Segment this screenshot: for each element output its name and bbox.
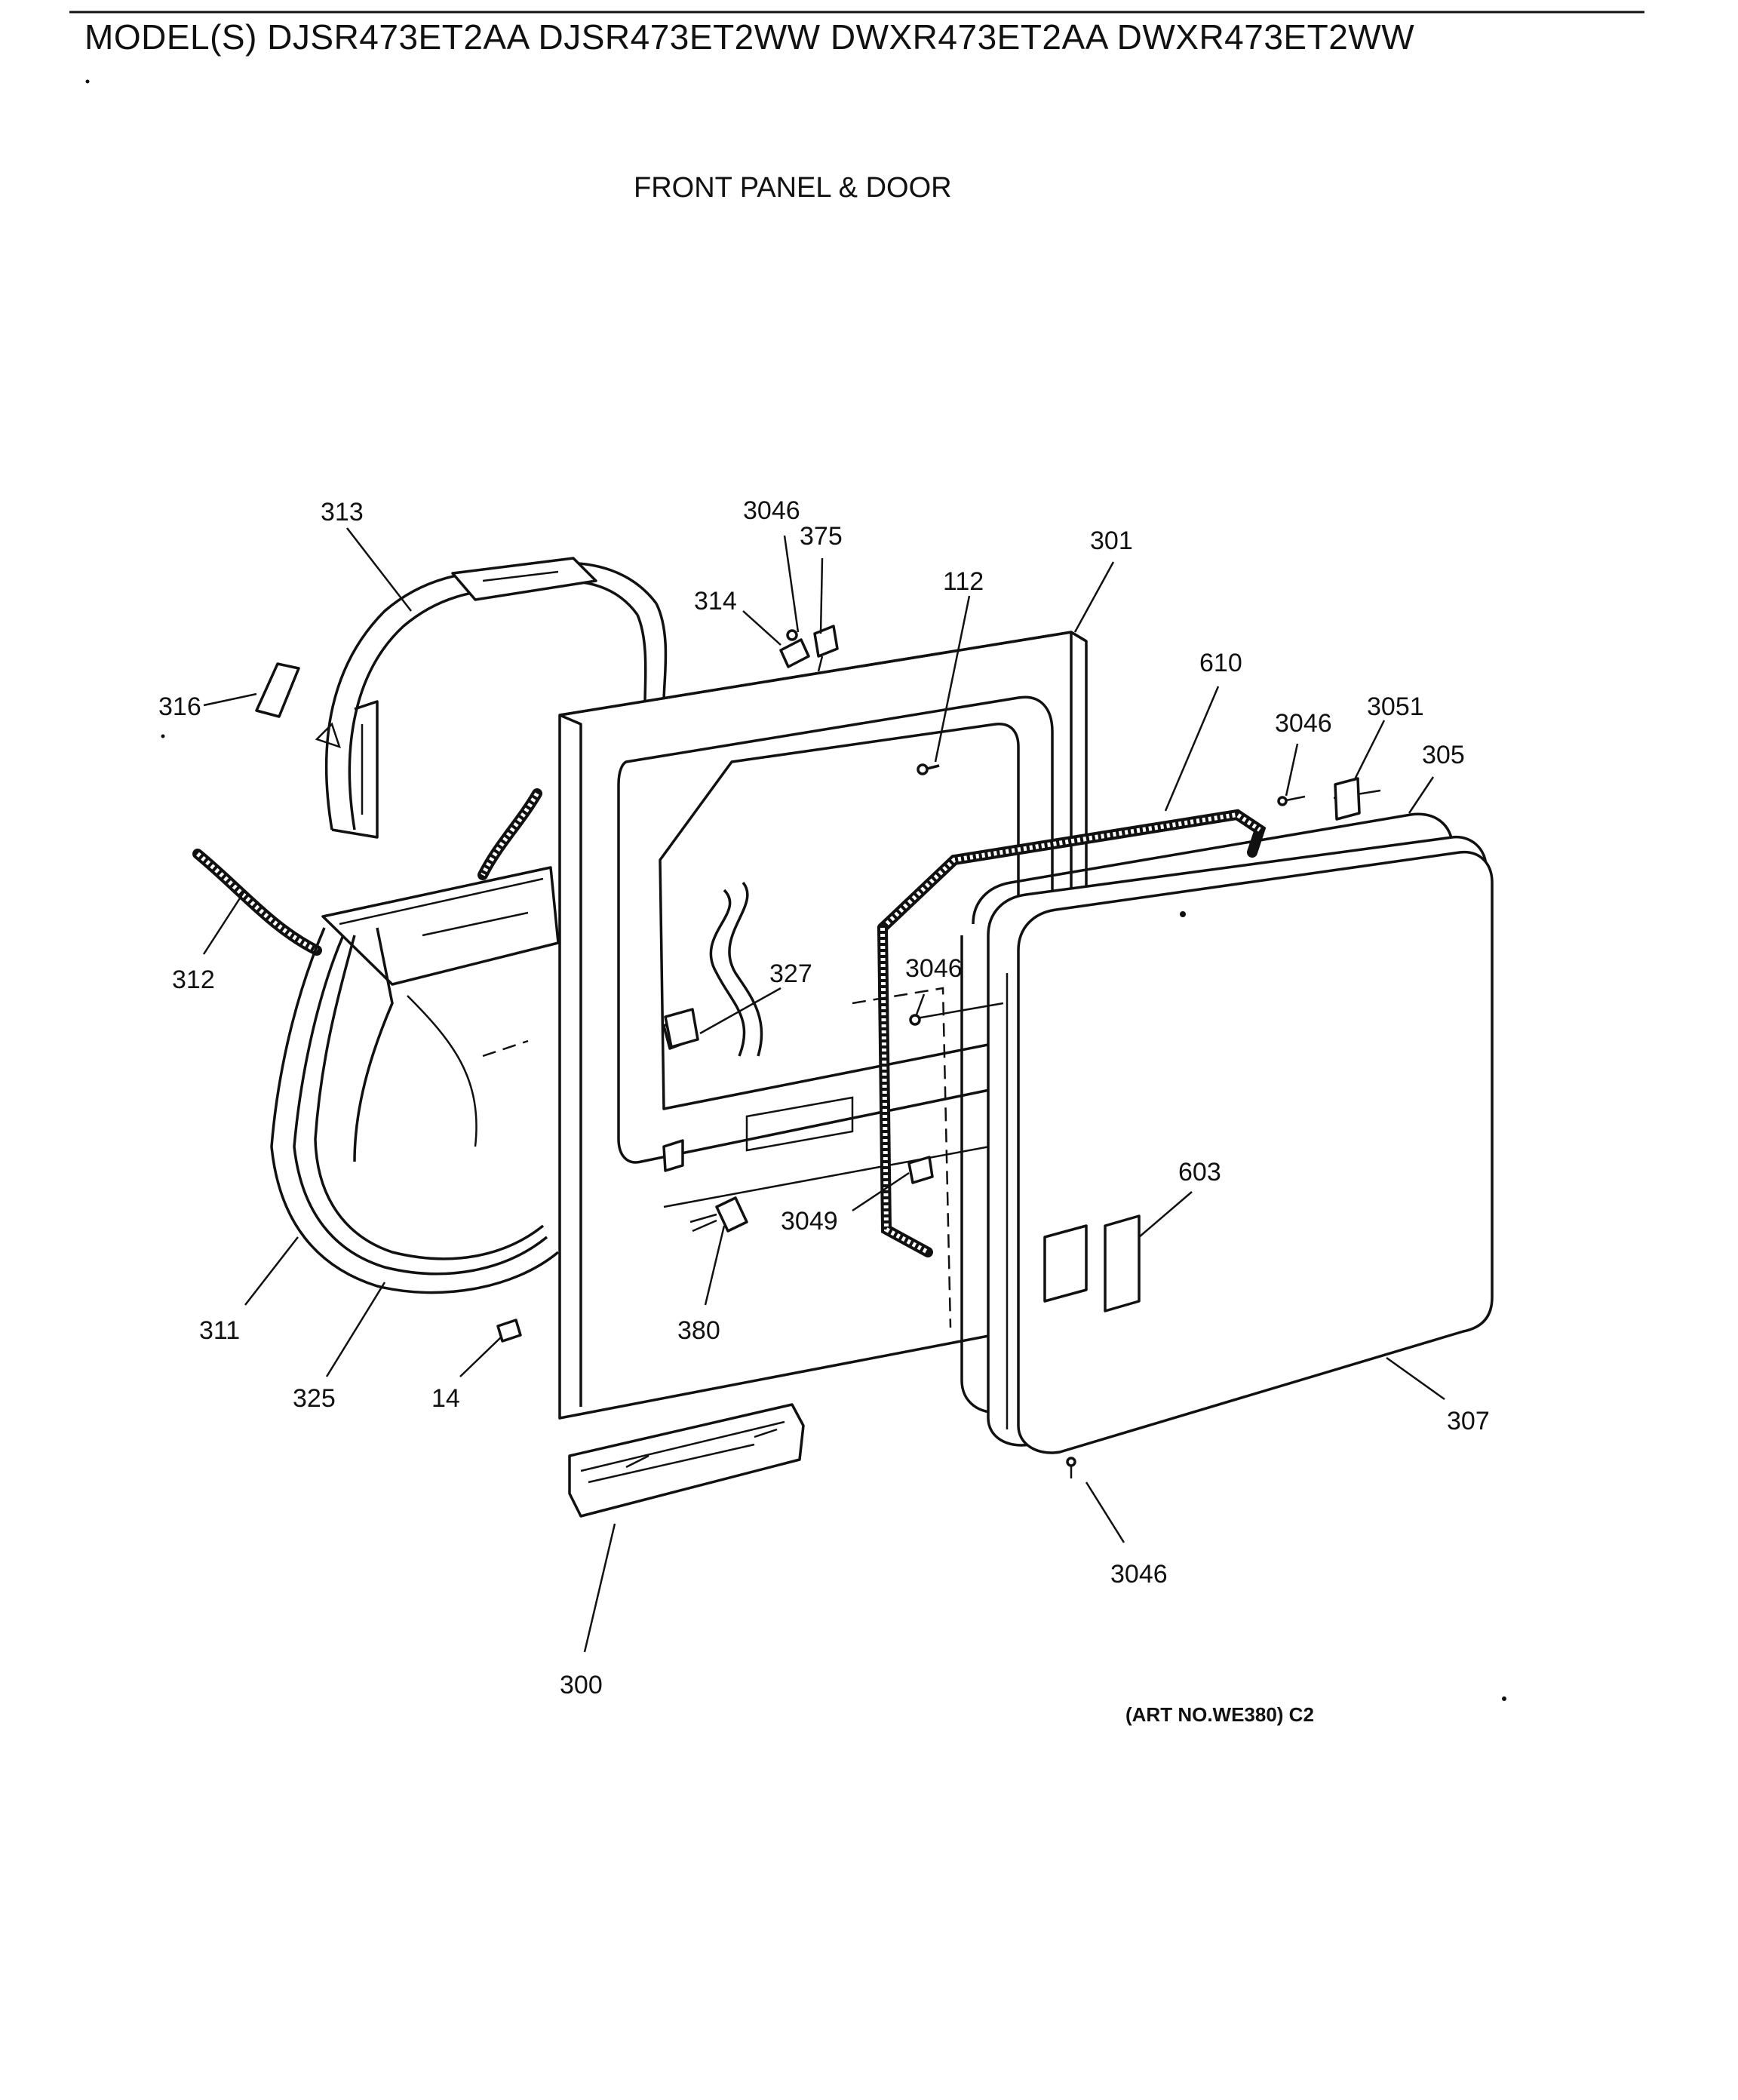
stray-dot [85, 79, 90, 84]
door-liner-dashed [852, 987, 952, 1328]
callout-375: 375 [800, 522, 843, 551]
callout-3046-top: 3046 [743, 496, 800, 525]
model-list-header: MODEL(S) DJSR473ET2AA DJSR473ET2WW DWXR4… [84, 17, 1415, 57]
leader-lines [202, 527, 1445, 1653]
callout-307: 307 [1447, 1407, 1490, 1435]
callout-327: 327 [769, 959, 812, 988]
callout-313: 313 [321, 498, 364, 527]
callout-380: 380 [677, 1316, 720, 1345]
callout-300: 300 [560, 1671, 603, 1699]
callout-3051: 3051 [1367, 692, 1424, 721]
callout-3049: 3049 [781, 1207, 838, 1236]
callout-3046-bottom: 3046 [1110, 1560, 1168, 1589]
part-3049-catch [907, 1156, 934, 1184]
callout-610: 610 [1199, 649, 1242, 677]
bulkhead-arch-part [315, 557, 668, 839]
callout-312: 312 [172, 966, 215, 994]
stray-dot [161, 734, 165, 738]
callout-311: 311 [199, 1316, 240, 1345]
callout-3046-right: 3046 [1275, 709, 1332, 738]
door-assembly-part [909, 777, 1494, 1478]
part-300-housing [568, 1403, 805, 1518]
callout-301: 301 [1090, 527, 1133, 555]
stray-dot [1502, 1696, 1506, 1701]
callout-603: 603 [1178, 1158, 1221, 1187]
callout-316: 316 [158, 692, 201, 721]
part-316-pad [255, 662, 300, 718]
part-327-strike [664, 1008, 699, 1048]
callout-112: 112 [943, 567, 984, 596]
callout-305: 305 [1422, 741, 1465, 769]
part-314-375-switch [779, 625, 839, 672]
diagram-title: FRONT PANEL & DOOR [634, 172, 952, 204]
door-gasket-part [877, 809, 1267, 1257]
duct-assembly [270, 866, 560, 1294]
callout-14: 14 [431, 1384, 460, 1413]
callout-325: 325 [293, 1384, 336, 1413]
part-380-switch [689, 1196, 748, 1233]
art-number: (ART NO.WE380) C2 [1125, 1703, 1314, 1726]
callout-314: 314 [694, 587, 737, 616]
callout-3046-mid: 3046 [905, 954, 963, 983]
part-112-screw-head [917, 763, 929, 775]
